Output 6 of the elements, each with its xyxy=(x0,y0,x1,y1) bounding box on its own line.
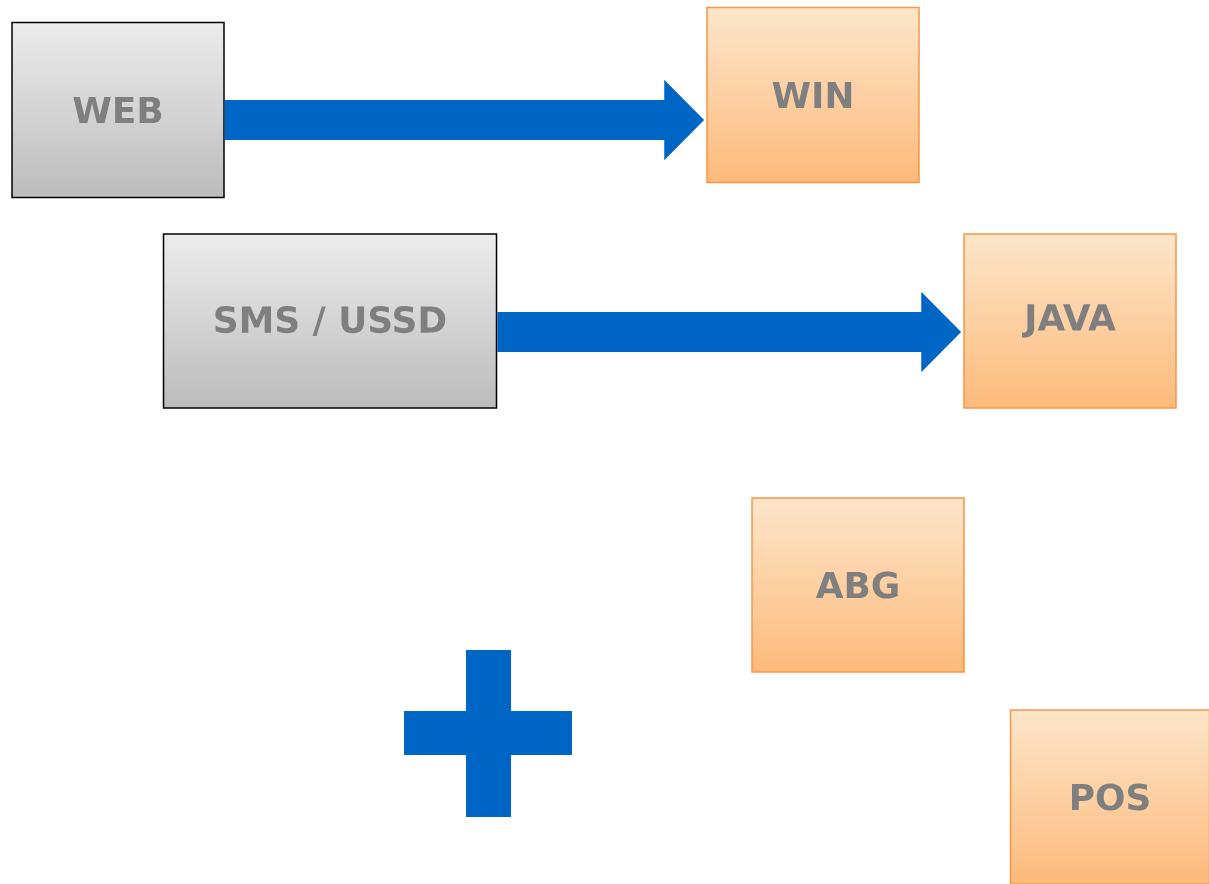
label-box: WIN xyxy=(706,6,920,184)
label-box: ABG xyxy=(751,497,965,673)
label-box: SMS / USSD xyxy=(162,233,498,409)
label-box: WEB xyxy=(11,21,225,199)
label-box: JAVA xyxy=(963,233,1177,409)
label-box: POS xyxy=(1009,709,1209,884)
